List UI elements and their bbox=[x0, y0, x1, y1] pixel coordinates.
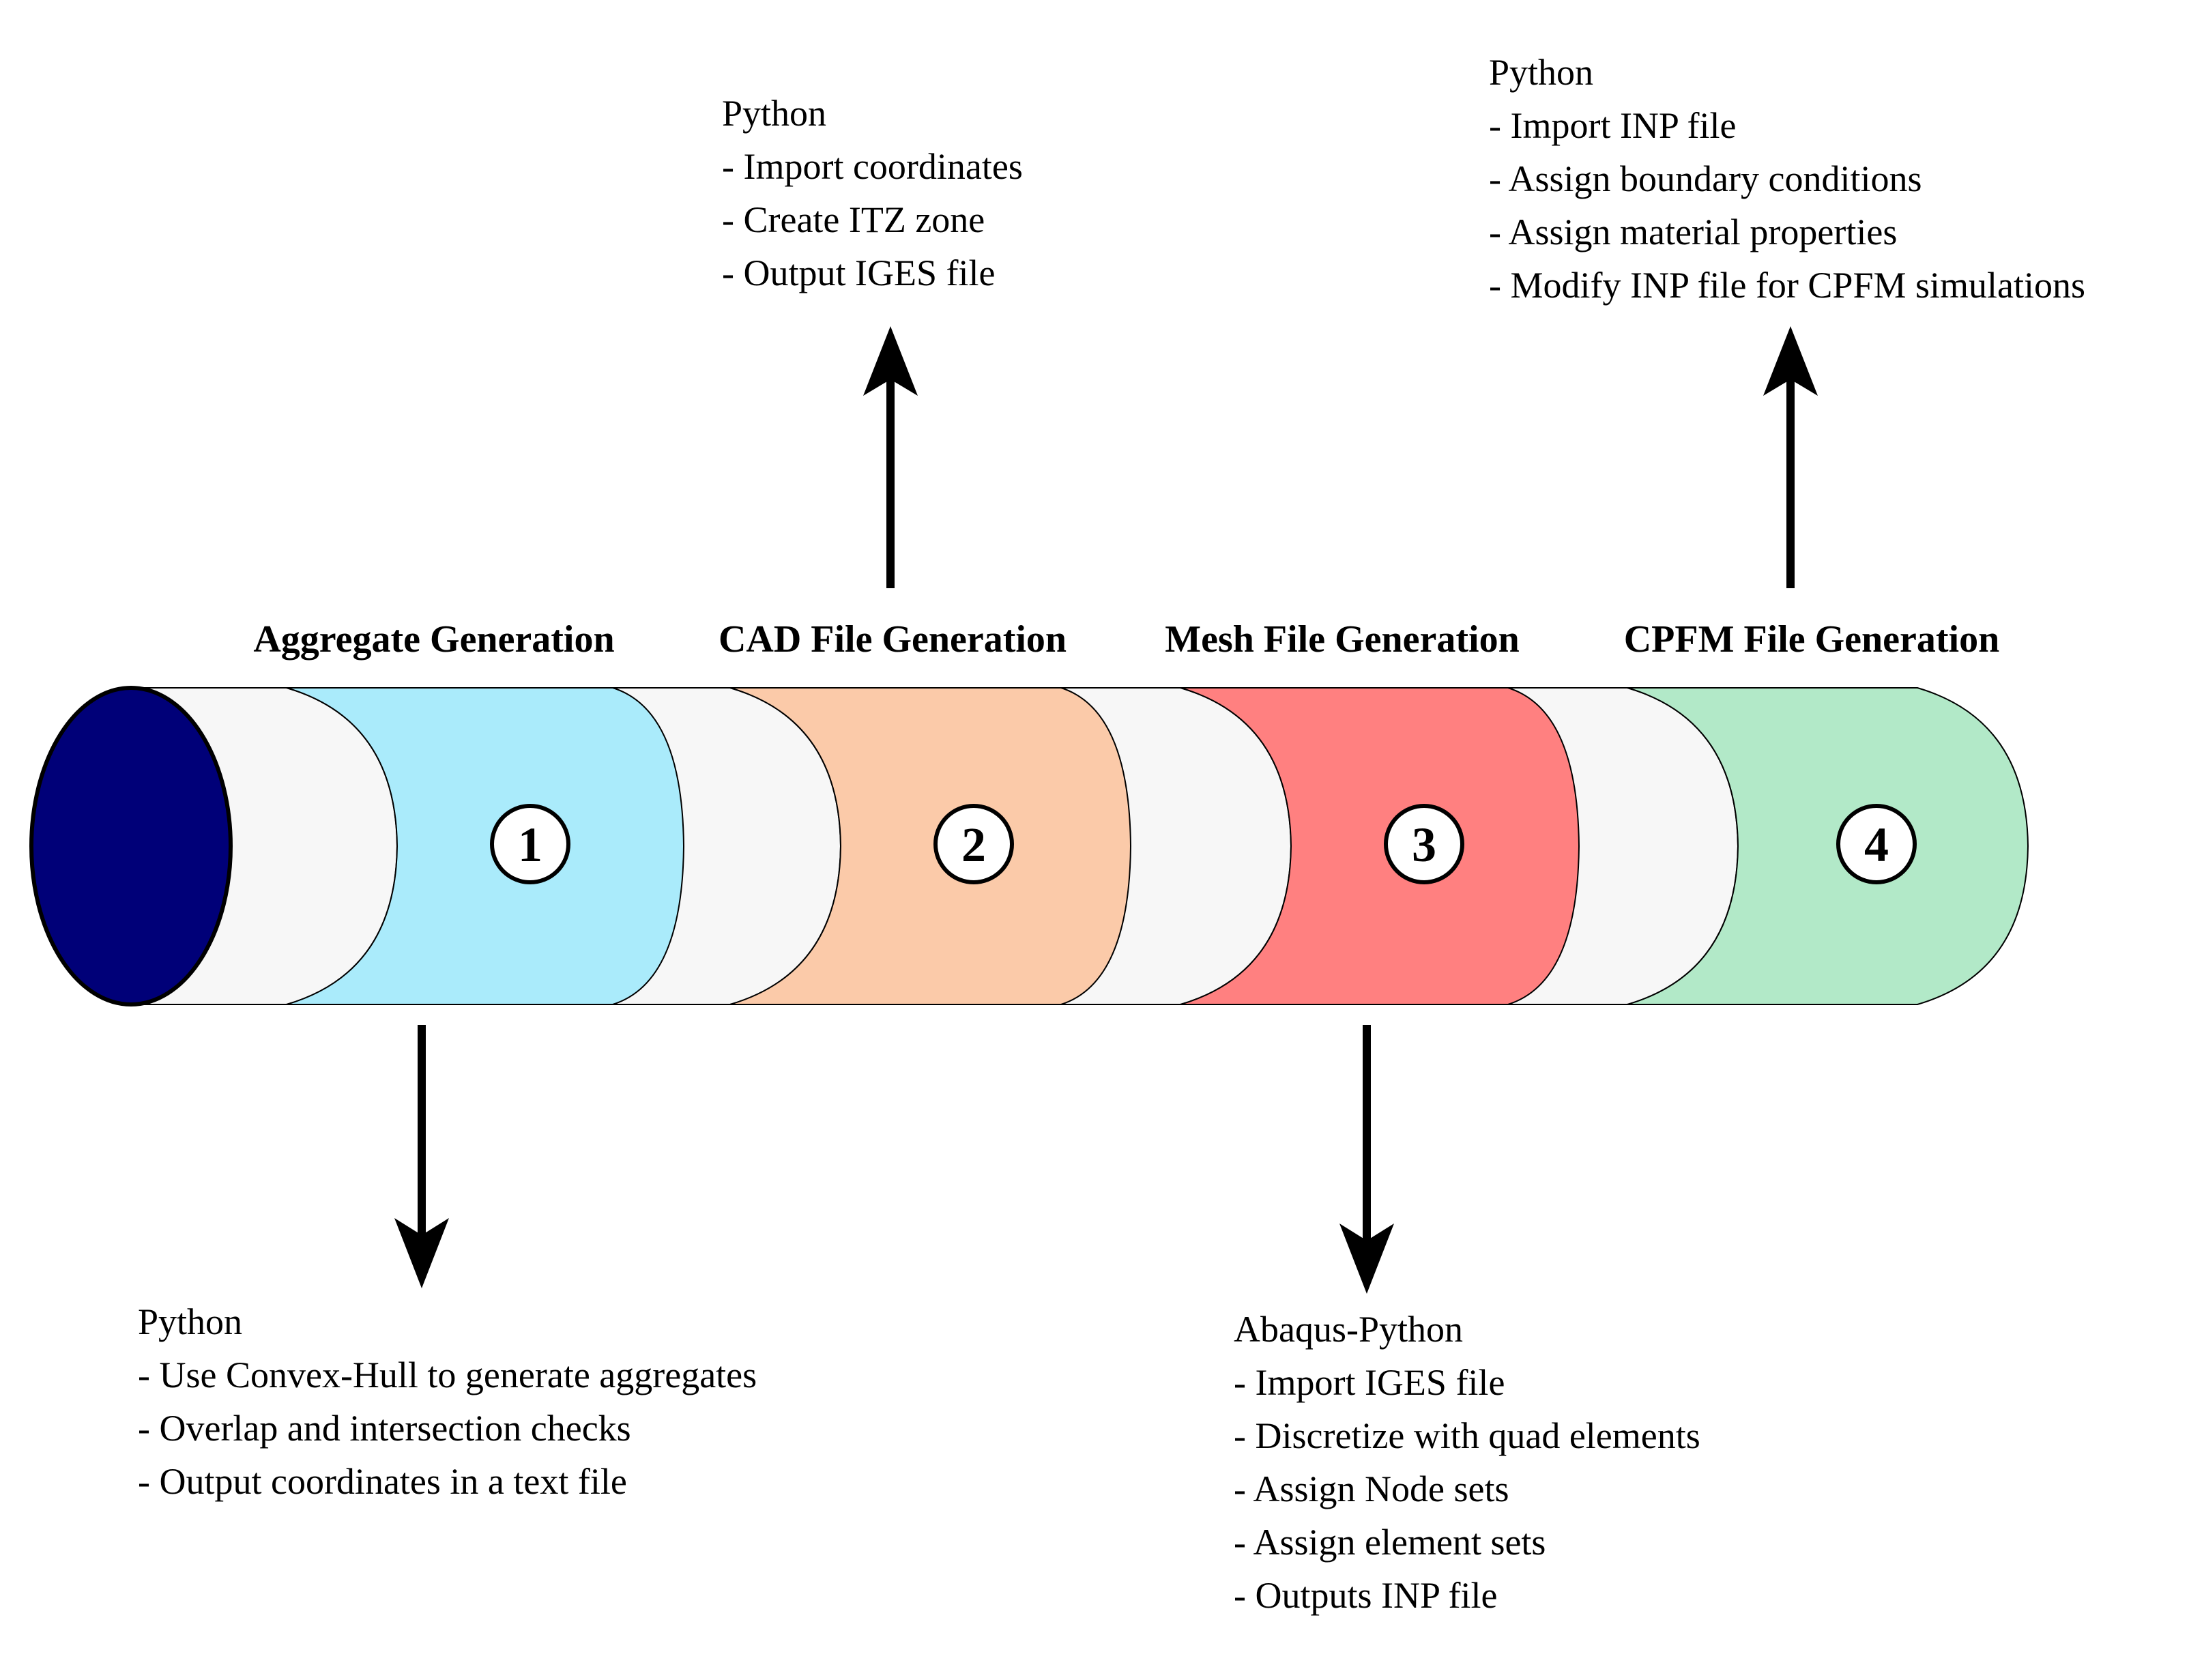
note-line: - Modify INP file for CPFM simulations bbox=[1489, 265, 2085, 306]
note-stage-1: Python - Use Convex-Hull to generate agg… bbox=[138, 1301, 757, 1502]
arrow-down-stage-1 bbox=[394, 1025, 449, 1288]
note-stage-4: Python - Import INP file - Assign bounda… bbox=[1489, 52, 2085, 306]
arrow-up-stage-2 bbox=[863, 326, 918, 588]
stage-number-1: 1 bbox=[518, 817, 542, 872]
pipe-end-cap bbox=[29, 686, 233, 1006]
stage-segment-1 bbox=[286, 687, 685, 1005]
note-title: Python bbox=[722, 93, 826, 134]
pipe-body bbox=[133, 687, 2029, 1005]
note-title: Abaqus-Python bbox=[1234, 1309, 1463, 1350]
note-line: - Outputs INP file bbox=[1234, 1575, 1497, 1616]
note-line: - Assign element sets bbox=[1234, 1522, 1546, 1563]
note-line: - Assign boundary conditions bbox=[1489, 158, 1922, 199]
stage-badge-3: 3 bbox=[1384, 804, 1464, 884]
stage-title-2: CAD File Generation bbox=[719, 618, 1067, 661]
note-line: - Import IGES file bbox=[1234, 1362, 1505, 1403]
stage-number-4: 4 bbox=[1864, 817, 1889, 872]
note-line: - Assign material properties bbox=[1489, 212, 1897, 252]
note-line: - Import coordinates bbox=[722, 146, 1023, 187]
note-title: Python bbox=[1489, 52, 1593, 93]
stage-number-3: 3 bbox=[1412, 817, 1436, 872]
stage-title-1: Aggregate Generation bbox=[253, 618, 614, 661]
note-line: - Output coordinates in a text file bbox=[138, 1461, 627, 1502]
stage-segment-3 bbox=[1180, 687, 1580, 1005]
arrow-down-stage-3 bbox=[1339, 1025, 1394, 1294]
note-title: Python bbox=[138, 1301, 242, 1342]
note-line: - Use Convex-Hull to generate aggregates bbox=[138, 1355, 757, 1395]
note-line: - Assign Node sets bbox=[1234, 1468, 1509, 1509]
arrow-up-stage-4 bbox=[1763, 326, 1818, 588]
stage-titles: Aggregate Generation CAD File Generation… bbox=[253, 618, 1999, 661]
stage-badges: 1 2 3 4 bbox=[490, 804, 1917, 884]
note-line: - Overlap and intersection checks bbox=[138, 1408, 631, 1449]
stage-badge-4: 4 bbox=[1836, 804, 1917, 884]
stage-segment-2 bbox=[729, 687, 1132, 1005]
note-line: - Create ITZ zone bbox=[722, 199, 985, 240]
stage-badge-1: 1 bbox=[490, 804, 570, 884]
note-stage-3: Abaqus-Python - Import IGES file - Discr… bbox=[1234, 1309, 1700, 1616]
note-stage-2: Python - Import coordinates - Create ITZ… bbox=[722, 93, 1023, 293]
note-line: - Discretize with quad elements bbox=[1234, 1415, 1700, 1456]
arrows bbox=[394, 326, 1818, 1294]
stage-title-3: Mesh File Generation bbox=[1165, 618, 1519, 661]
stage-number-2: 2 bbox=[961, 817, 986, 872]
stage-segment-4 bbox=[1627, 687, 2029, 1005]
note-line: - Output IGES file bbox=[722, 252, 995, 293]
stage-title-4: CPFM File Generation bbox=[1624, 618, 2000, 661]
stage-badge-2: 2 bbox=[933, 804, 1014, 884]
note-line: - Import INP file bbox=[1489, 105, 1736, 146]
